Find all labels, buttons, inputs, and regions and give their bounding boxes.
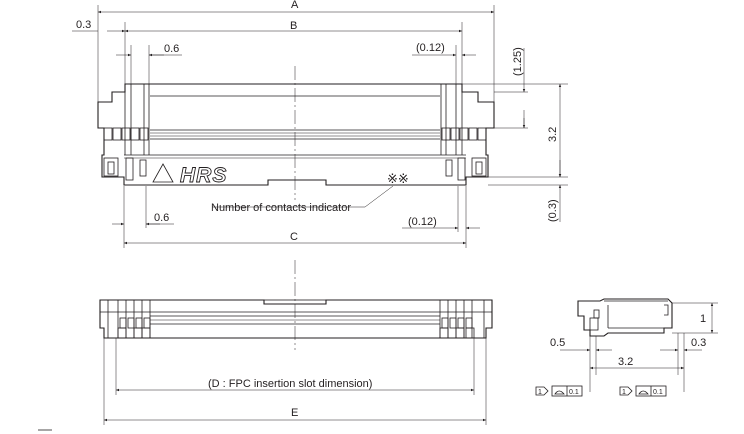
side-view-body-outline	[577, 298, 673, 337]
svg-text:0.1: 0.1	[569, 389, 579, 396]
top-view-right-contacts	[440, 84, 487, 181]
dim-0-3-label: 0.3	[76, 19, 91, 31]
dim-0-12-top-label: (0.12)	[416, 42, 445, 54]
front-view: (D : FPC insertion slot dimension) E	[99, 260, 493, 425]
dim-b-label: B	[290, 20, 297, 32]
profile-of-surface-icon	[638, 390, 649, 395]
datum-flag-icon	[535, 386, 549, 396]
contacts-indicator-label: Number of contacts indicator	[211, 202, 351, 214]
tolerance-frame-right: 1 0.1	[619, 385, 667, 397]
side-dim-1-label: 1	[700, 313, 706, 325]
triangle-mark-icon	[152, 163, 174, 183]
contacts-indicator-marks: ※※	[387, 171, 409, 186]
front-view-right-terminals	[439, 300, 485, 339]
dim-0-3-right-label: (0.3)	[547, 199, 559, 222]
datum-flag-icon	[619, 386, 633, 396]
dim-0-6-bottom-label: 0.6	[154, 212, 169, 224]
top-view-body-outline	[97, 83, 495, 186]
dim-1-25-label: (1.25)	[512, 47, 524, 76]
side-dim-0-5-label: 0.5	[550, 337, 565, 349]
dim-0-6-top-label: 0.6	[164, 43, 179, 55]
top-view: HRS ※※ Number of contacts indicator A B …	[72, 0, 568, 248]
dim-e-label: E	[291, 407, 298, 419]
front-view-left-terminals	[107, 300, 151, 339]
top-view-left-contacts	[103, 84, 150, 181]
dim-3-2-label: 3.2	[547, 127, 559, 142]
svg-text:1: 1	[538, 389, 542, 396]
svg-text:0.1: 0.1	[653, 389, 663, 396]
dim-0-12-bottom-label: (0.12)	[408, 216, 437, 228]
tolerance-frame-left: 1 0.1	[535, 385, 583, 397]
svg-text:1: 1	[622, 389, 626, 396]
front-view-body-outline	[99, 299, 493, 339]
hrs-logo: HRS	[180, 164, 227, 187]
side-view: 1 0.5 0.3 3.2 1 0.1 1	[535, 298, 718, 397]
dim-a-label: A	[291, 0, 299, 11]
dim-c-label: C	[290, 231, 298, 243]
profile-of-surface-icon	[554, 390, 565, 395]
side-dim-3-2-label: 3.2	[618, 356, 633, 368]
side-dim-0-3-label: 0.3	[691, 337, 706, 349]
dim-d-label: (D : FPC insertion slot dimension)	[208, 378, 372, 390]
